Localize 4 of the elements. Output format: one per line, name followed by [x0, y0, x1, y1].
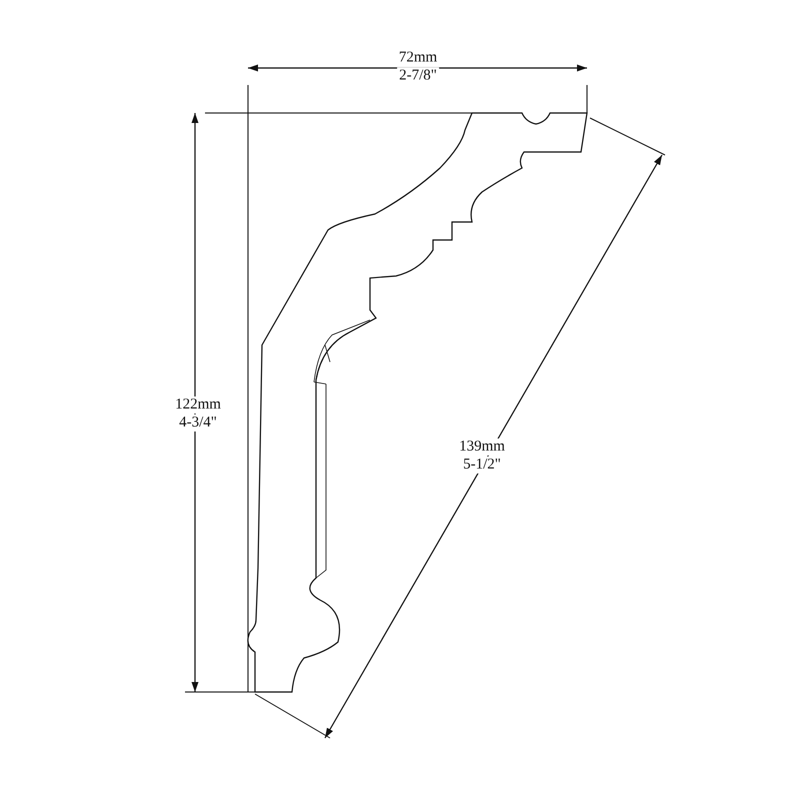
- dimension-label: 5-1/2": [461, 456, 503, 474]
- dimension-label: 4-3/4": [177, 414, 219, 432]
- dimension-label: 122mm: [173, 396, 223, 414]
- dimension-label: 139mm: [457, 438, 507, 456]
